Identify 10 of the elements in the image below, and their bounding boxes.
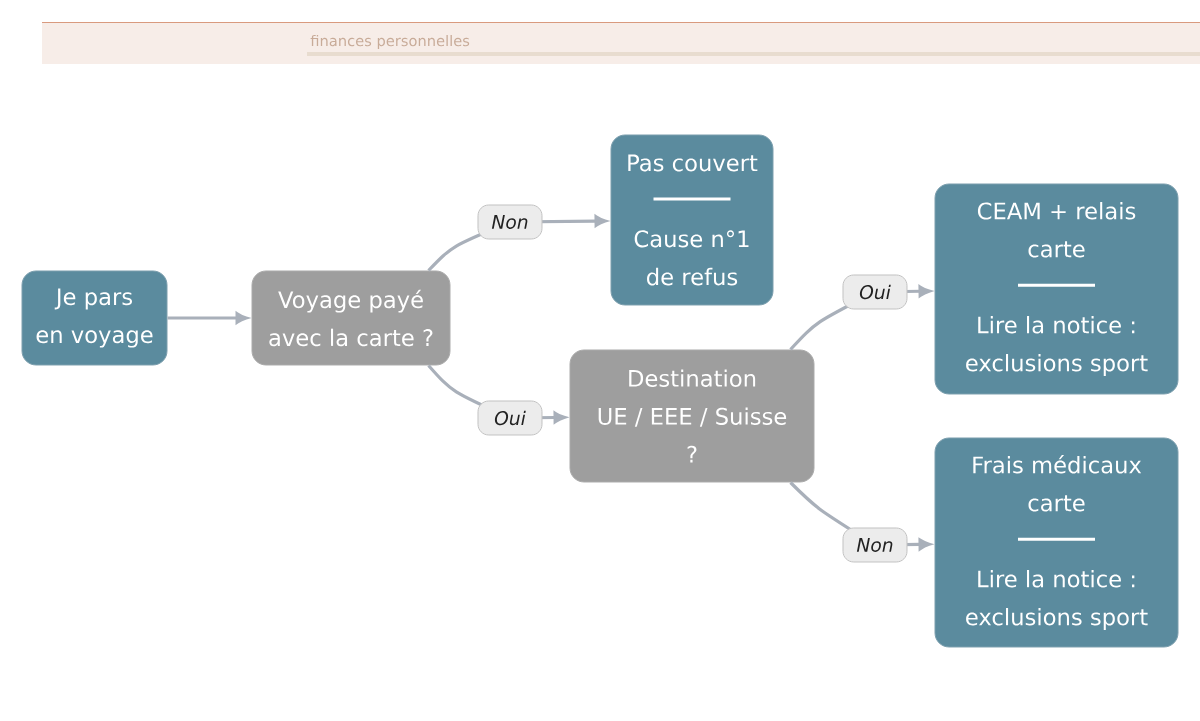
header-text: finances personnelles <box>310 34 470 50</box>
process-box: Pas couvert Cause n°1 de refus <box>610 134 774 306</box>
process-box: Frais médicaux carte Lire la notice : exclusions sport <box>934 437 1179 648</box>
decision-box: Voyage payé avec la carte ? <box>251 270 451 366</box>
process-box: CEAM + relais carte Lire la notice : exclusions sport <box>934 183 1179 395</box>
arrow <box>167 312 248 324</box>
edge-label: Non <box>477 204 543 240</box>
edge-label: Oui <box>842 274 908 310</box>
process-box: Je pars en voyage <box>21 270 168 366</box>
decision-box: Destination UE / EEE / Suisse ? <box>569 349 815 483</box>
